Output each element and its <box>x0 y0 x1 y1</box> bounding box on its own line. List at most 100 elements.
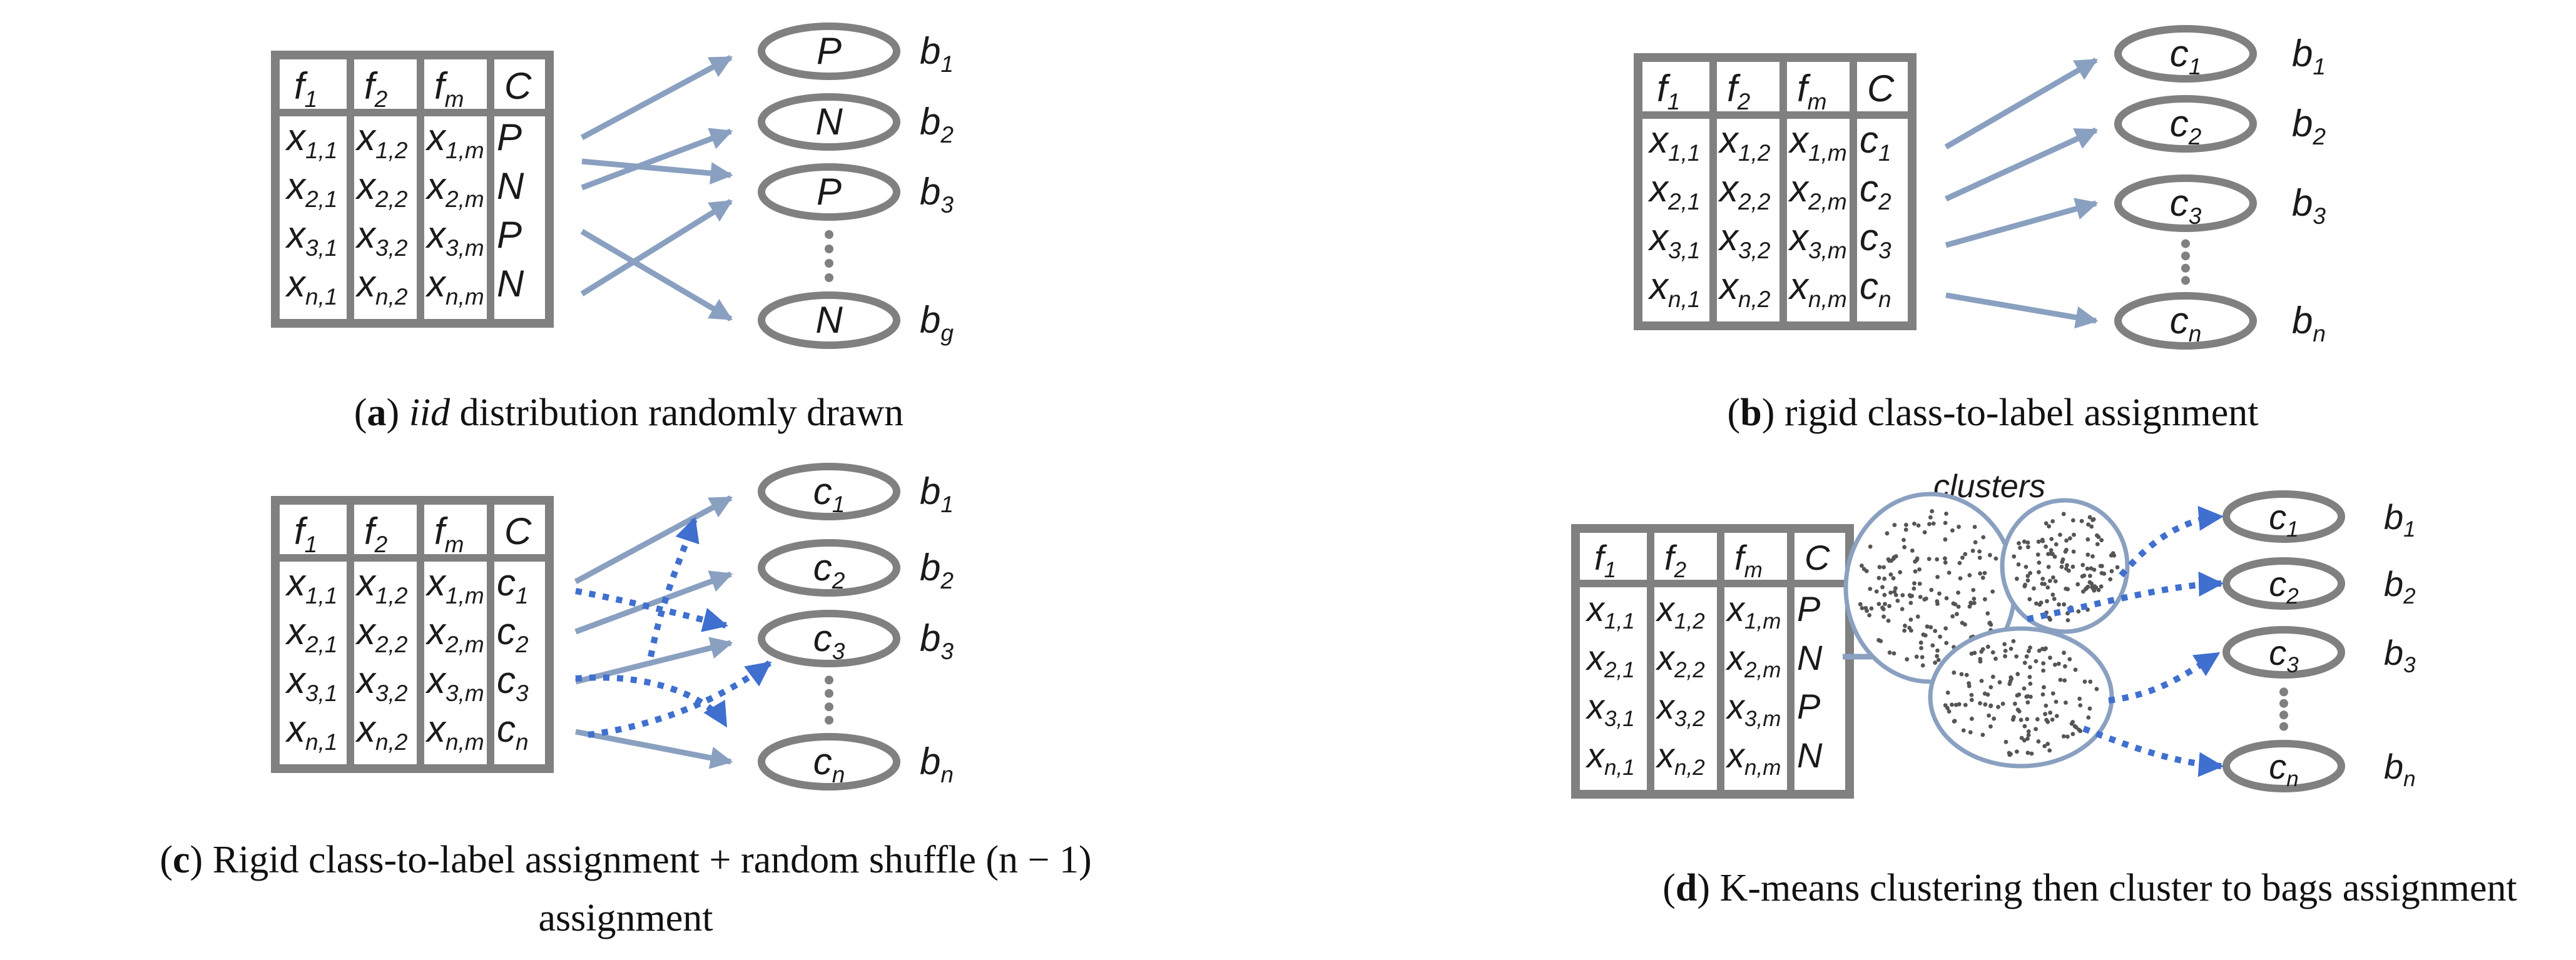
cell-0-0: x1,1 <box>1647 119 1700 166</box>
header-fm: fm <box>434 510 464 557</box>
cell-0-0: x1,1 <box>285 562 337 609</box>
bag-name-label: bn <box>2384 747 2416 791</box>
bag-name-label: b3 <box>920 171 954 218</box>
dotted-arrow <box>2082 725 2224 777</box>
arrow <box>1944 58 2099 149</box>
bag-ellipse <box>758 163 900 221</box>
bag-bn: cn bn <box>758 733 954 791</box>
cluster-3 <box>1928 626 2114 769</box>
cell-0-3: c1 <box>1860 119 1891 166</box>
bag-ellipse <box>2114 25 2257 83</box>
bag-name-label: b2 <box>2292 103 2326 149</box>
caption-a: (a) iid distribution randomly drawn <box>354 392 904 434</box>
bag-ellipse <box>758 539 900 597</box>
dotted-arrow <box>648 517 700 657</box>
cell-3-0: xn,1 <box>285 263 337 310</box>
cell-1-1: x2,2 <box>1718 168 1771 215</box>
dotted-arrow <box>2108 650 2221 704</box>
arrow <box>581 128 733 191</box>
cell-2-3: c3 <box>1860 216 1891 263</box>
cell-2-0: x3,1 <box>285 214 337 261</box>
bag-ellipse <box>2222 557 2345 610</box>
bag-name-label: b1 <box>920 470 954 517</box>
cell-3-0: xn,1 <box>1585 735 1635 780</box>
cell-2-1: x3,2 <box>1655 687 1705 731</box>
cluster-1 <box>1843 492 2017 684</box>
header-f2: f2 <box>364 65 388 112</box>
cell-3-1: xn,2 <box>1655 735 1705 780</box>
cluster-2 <box>2000 498 2130 634</box>
bag-name-label: b2 <box>2384 564 2416 609</box>
bag-ellipse <box>758 291 900 349</box>
ellipsis-dots <box>825 230 833 282</box>
bag-ellipse <box>758 733 900 791</box>
arrow <box>574 495 733 584</box>
cell-3-2: xn,m <box>425 708 484 755</box>
bag-ellipse <box>2222 490 2345 543</box>
bag-ellipse <box>758 610 900 667</box>
bag-ellipse <box>2222 626 2345 679</box>
cell-0-2: x1,m <box>1788 119 1847 166</box>
cell-2-2: x3,m <box>425 659 484 706</box>
bag-name-label: b2 <box>920 101 954 148</box>
bag-class-label: c3 <box>2170 182 2202 229</box>
bag-ellipse <box>758 463 900 520</box>
bag-name-label: b3 <box>920 617 954 664</box>
dotted-arrow <box>2119 505 2224 578</box>
caption-c: (c) Rigid class-to-label assignment + ra… <box>160 839 1091 881</box>
cell-1-2: x2,m <box>1725 638 1781 682</box>
cell-1-2: x2,m <box>425 165 484 212</box>
bag-class-label: c3 <box>813 617 845 664</box>
bag-ellipse <box>758 93 900 151</box>
cell-1-3: c2 <box>497 610 529 657</box>
cell-3-1: xn,2 <box>355 708 408 755</box>
dotted-arrow <box>588 660 772 738</box>
arrow <box>1945 292 2099 329</box>
cell-2-0: x3,1 <box>285 659 337 706</box>
ellipsis-dots <box>2279 687 2288 731</box>
bag-ellipse <box>2114 95 2257 153</box>
bag-class-label: cn <box>2170 300 2202 346</box>
bag-class-label: cn <box>813 740 845 787</box>
caption-d: (d) K-means clustering then cluster to b… <box>1662 867 2517 909</box>
arrow <box>575 729 733 769</box>
cell-2-0: x3,1 <box>1647 216 1700 263</box>
arrow <box>581 158 733 184</box>
cell-2-2: x3,m <box>1725 687 1781 731</box>
cell-3-0: xn,1 <box>1647 265 1700 312</box>
arrow <box>574 570 733 635</box>
cell-3-1: xn,2 <box>1718 265 1771 312</box>
cell-1-0: x2,1 <box>285 610 337 657</box>
cell-1-3: N <box>497 165 524 207</box>
cell-3-1: xn,2 <box>355 263 408 310</box>
bag-b3: c3 b3 <box>758 610 954 667</box>
cell-0-2: x1,m <box>425 116 484 163</box>
cell-3-2: xn,m <box>425 263 484 310</box>
cell-3-0: xn,1 <box>285 708 337 755</box>
bag-class-label: N <box>815 101 843 143</box>
bag-name-label: bn <box>920 740 954 787</box>
header-f1: f1 <box>1657 68 1680 114</box>
cell-0-3: c1 <box>497 562 529 609</box>
header-f2: f2 <box>1727 68 1751 114</box>
bag-class-label: P <box>817 30 842 72</box>
cell-1-3: N <box>1797 638 1823 677</box>
bag-class-label: c2 <box>2170 103 2202 149</box>
cell-2-2: x3,m <box>1788 216 1847 263</box>
bag-ellipse <box>2222 740 2345 792</box>
arrow <box>580 229 733 321</box>
